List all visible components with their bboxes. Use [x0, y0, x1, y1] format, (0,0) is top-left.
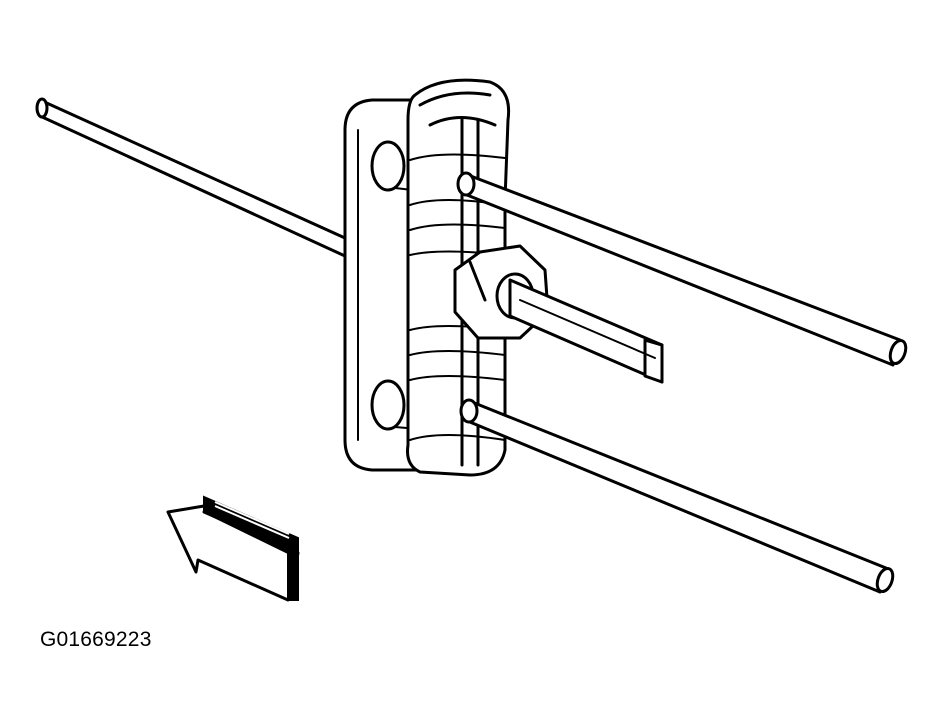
center-stud	[508, 278, 664, 384]
left-rod	[35, 97, 347, 258]
lower-rod	[459, 398, 895, 594]
direction-arrow-icon	[166, 495, 300, 602]
upper-rod	[456, 171, 908, 367]
figure-id-label: G01669223	[40, 628, 152, 651]
upper-slot	[370, 140, 431, 193]
